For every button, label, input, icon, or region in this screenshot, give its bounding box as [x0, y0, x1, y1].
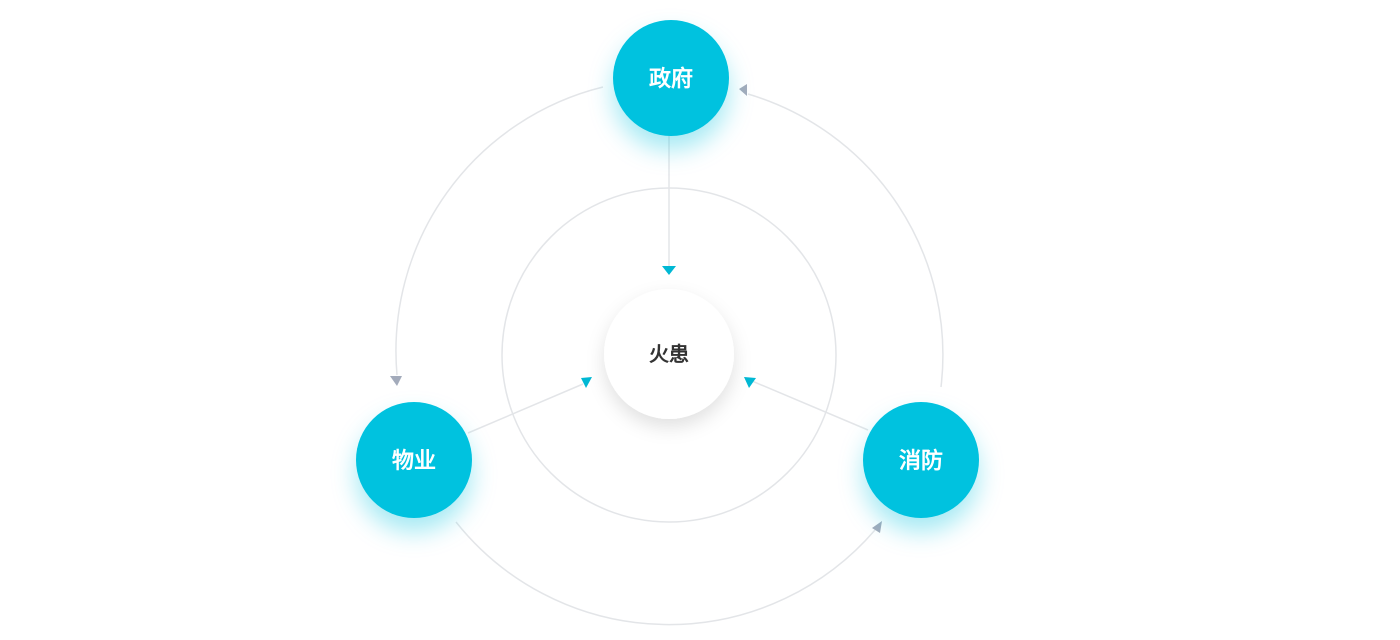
government-node: 政府	[613, 20, 729, 136]
connector-fire-center	[751, 380, 869, 431]
cycle-arc-fire-to-government	[747, 93, 944, 388]
center-node: 火患	[604, 289, 734, 419]
center-label: 火患	[649, 342, 689, 366]
connector-property-center	[467, 383, 584, 434]
arrowhead-to-fire	[872, 521, 882, 533]
arrowhead-to-government	[739, 84, 747, 96]
arrowhead-to-property	[390, 376, 402, 386]
fire-label: 消防	[899, 449, 943, 474]
property-node: 物业	[356, 402, 472, 518]
cycle-arc-government-to-property	[395, 86, 604, 376]
arrowhead-fire-center	[744, 377, 756, 388]
cycle-arc-property-to-fire	[455, 521, 876, 626]
government-label: 政府	[649, 66, 693, 92]
property-label: 物业	[392, 448, 436, 474]
fire-node: 消防	[863, 402, 979, 518]
arrowhead-property-center	[581, 377, 592, 388]
arrowhead-government-center	[662, 266, 676, 275]
